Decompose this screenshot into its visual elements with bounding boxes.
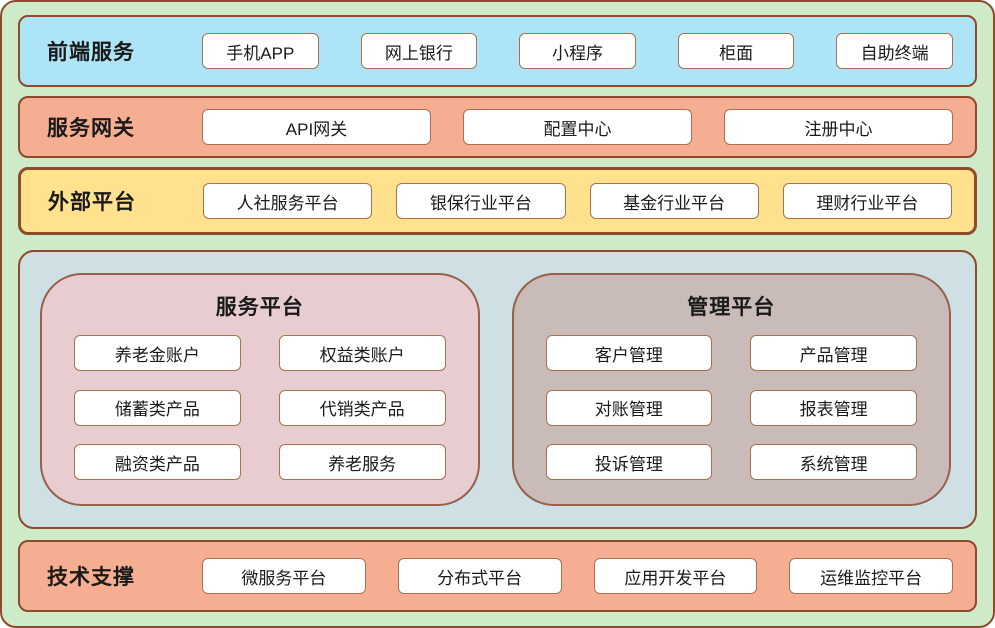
layer-label-external: 外部平台 — [48, 191, 136, 214]
panel-box: 投诉管理 — [545, 444, 713, 480]
platform-section: 服务平台 养老金账户 权益类账户 储蓄类产品 代销类产品 融资类产品 养老服务 … — [18, 250, 977, 529]
layer-label-gateway: 服务网关 — [47, 117, 135, 140]
layer-box: 配置中心 — [463, 109, 692, 145]
support-boxes: 微服务平台 分布式平台 应用开发平台 运维监控平台 — [202, 558, 953, 594]
management-platform-grid: 客户管理 产品管理 对账管理 报表管理 投诉管理 系统管理 — [545, 335, 917, 480]
gateway-layer: 服务网关 API网关 配置中心 注册中心 — [18, 96, 977, 158]
layer-box: API网关 — [202, 109, 431, 145]
service-platform-grid: 养老金账户 权益类账户 储蓄类产品 代销类产品 融资类产品 养老服务 — [74, 335, 446, 480]
layer-box: 银保行业平台 — [396, 183, 566, 219]
support-layer: 技术支撑 微服务平台 分布式平台 应用开发平台 运维监控平台 — [18, 540, 977, 612]
panel-box: 代销类产品 — [278, 389, 446, 426]
panel-box: 融资类产品 — [74, 444, 241, 480]
layer-box: 运维监控平台 — [789, 558, 953, 594]
layer-box: 柜面 — [677, 33, 795, 69]
panel-box: 客户管理 — [545, 335, 713, 371]
layer-box: 自助终端 — [836, 33, 953, 69]
layer-box: 小程序 — [519, 33, 636, 69]
panel-box: 权益类账户 — [278, 335, 446, 371]
layer-box: 应用开发平台 — [593, 558, 758, 594]
layer-label-frontend: 前端服务 — [47, 41, 135, 64]
management-platform-title: 管理平台 — [687, 296, 776, 319]
layer-box: 网上银行 — [360, 33, 478, 69]
frontend-layer: 前端服务 手机APP 网上银行 小程序 柜面 自助终端 — [18, 15, 977, 87]
panel-box: 报表管理 — [750, 389, 917, 426]
service-platform-title: 服务平台 — [215, 296, 304, 319]
management-platform-panel: 管理平台 客户管理 产品管理 对账管理 报表管理 投诉管理 系统管理 — [511, 273, 951, 506]
layer-box: 基金行业平台 — [589, 183, 759, 219]
service-platform-panel: 服务平台 养老金账户 权益类账户 储蓄类产品 代销类产品 融资类产品 养老服务 — [40, 273, 480, 506]
panel-box: 产品管理 — [750, 335, 917, 371]
layer-box: 分布式平台 — [397, 558, 562, 594]
panel-box: 对账管理 — [545, 389, 713, 426]
layer-box: 人社服务平台 — [203, 183, 373, 219]
layer-box: 手机APP — [202, 33, 319, 69]
frontend-boxes: 手机APP 网上银行 小程序 柜面 自助终端 — [202, 33, 953, 69]
layer-box: 注册中心 — [724, 109, 953, 145]
external-boxes: 人社服务平台 银保行业平台 基金行业平台 理财行业平台 — [203, 183, 952, 219]
external-layer: 外部平台 人社服务平台 银保行业平台 基金行业平台 理财行业平台 — [18, 167, 977, 235]
panel-box: 系统管理 — [750, 444, 917, 480]
layer-box: 理财行业平台 — [782, 183, 952, 219]
panel-box: 养老金账户 — [74, 335, 241, 371]
panel-box: 储蓄类产品 — [74, 389, 241, 426]
layer-label-support: 技术支撑 — [47, 566, 135, 589]
gateway-boxes: API网关 配置中心 注册中心 — [202, 109, 953, 145]
layer-box: 微服务平台 — [202, 558, 366, 594]
panel-box: 养老服务 — [278, 444, 446, 480]
